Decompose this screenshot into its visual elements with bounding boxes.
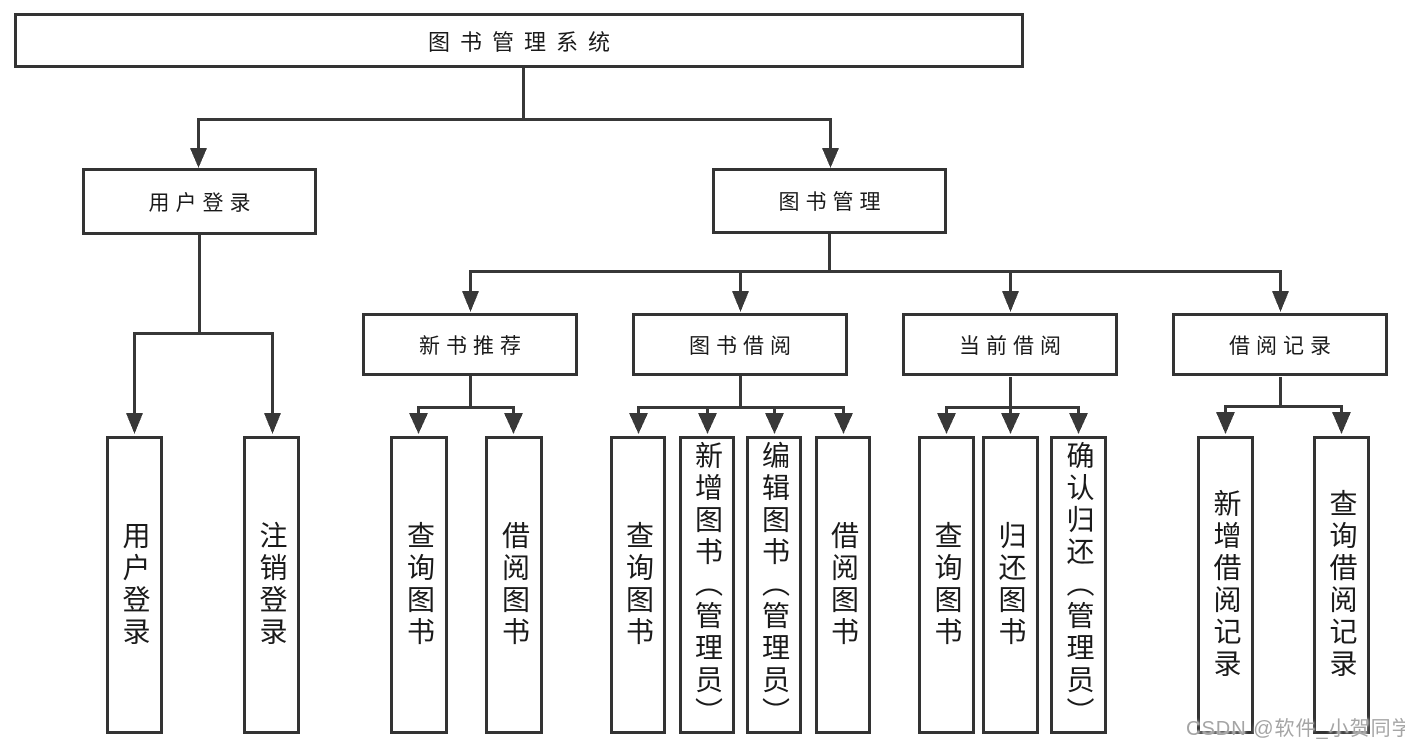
arrowhead-down-icon (937, 413, 956, 434)
leaf-borrow-books-label: 借阅图书 (828, 521, 859, 649)
arrowhead-down-icon (834, 413, 853, 434)
arrowhead-down-icon (1069, 413, 1088, 434)
connector-new-book-to-leaves (409, 376, 523, 434)
leaf-user-login: 用户登录 (106, 436, 163, 734)
arrowhead-down-icon (504, 413, 523, 434)
leaf-confirm-return-admin-label: 确认归还（管理员） (1063, 441, 1095, 729)
leaf-user-login-label: 用户登录 (119, 521, 151, 649)
arrowhead-down-icon (1272, 291, 1289, 312)
node-new-book-recommend-label: 新书推荐 (419, 334, 527, 358)
arrowhead-down-icon (629, 413, 648, 434)
arrowhead-down-icon (264, 413, 281, 434)
connector-user-login-to-leaves (126, 235, 281, 434)
leaf-query-books-current: 查询图书 (918, 436, 975, 734)
connector-borrow-records-to-leaves (1216, 377, 1351, 434)
node-current-borrow-label: 当前借阅 (959, 334, 1067, 358)
leaf-add-books-admin-label: 新增图书（管理员） (692, 441, 723, 729)
arrowhead-down-icon (732, 291, 749, 312)
arrowhead-down-icon (462, 291, 479, 312)
leaf-return-books-label: 归还图书 (995, 521, 1027, 649)
node-user-login-label: 用户登录 (148, 191, 257, 215)
leaf-confirm-return-admin: 确认归还（管理员） (1050, 436, 1107, 734)
node-current-borrow: 当前借阅 (902, 313, 1118, 376)
node-library-system: 图书管理系统 (14, 13, 1024, 68)
node-book-management-label: 图书管理 (778, 191, 887, 214)
connector-root-to-level2 (190, 68, 839, 168)
arrowhead-down-icon (822, 148, 839, 168)
leaf-query-books-recommend: 查询图书 (390, 436, 448, 734)
leaf-query-books-current-label: 查询图书 (931, 521, 963, 649)
leaf-query-books-borrow: 查询图书 (610, 436, 666, 734)
leaf-edit-books-admin-label: 编辑图书（管理员） (759, 441, 790, 729)
arrowhead-down-icon (698, 413, 717, 434)
leaf-borrow-books: 借阅图书 (815, 436, 871, 734)
leaf-query-borrow-record-label: 查询借阅记录 (1326, 489, 1358, 681)
arrowhead-down-icon (1332, 412, 1351, 434)
arrowhead-down-icon (190, 148, 207, 168)
connector-current-borrow-to-leaves (937, 377, 1088, 434)
leaf-borrow-books-recommend-label: 借阅图书 (499, 521, 530, 649)
leaf-edit-books-admin: 编辑图书（管理员） (746, 436, 802, 734)
leaf-query-books-borrow-label: 查询图书 (623, 521, 654, 649)
connector-book-borrow-to-leaves (629, 376, 853, 434)
leaf-logout: 注销登录 (243, 436, 300, 734)
connector-book-mgmt-to-level3 (462, 233, 1289, 312)
leaf-add-books-admin: 新增图书（管理员） (679, 436, 735, 734)
node-borrow-records: 借阅记录 (1172, 313, 1388, 376)
node-new-book-recommend: 新书推荐 (362, 313, 578, 376)
node-user-login: 用户登录 (82, 168, 317, 235)
leaf-return-books: 归还图书 (982, 436, 1039, 734)
arrowhead-down-icon (126, 413, 143, 434)
leaf-borrow-books-recommend: 借阅图书 (485, 436, 543, 734)
arrowhead-down-icon (1001, 413, 1020, 434)
leaf-add-borrow-record: 新增借阅记录 (1197, 436, 1254, 734)
node-book-management: 图书管理 (712, 168, 947, 234)
leaf-query-borrow-record: 查询借阅记录 (1313, 436, 1370, 734)
arrowhead-down-icon (1002, 291, 1019, 312)
node-library-system-label: 图书管理系统 (427, 29, 620, 55)
arrowhead-down-icon (765, 413, 784, 434)
arrowhead-down-icon (409, 413, 428, 434)
node-borrow-records-label: 借阅记录 (1229, 334, 1337, 358)
leaf-logout-label: 注销登录 (256, 521, 288, 649)
leaf-query-books-recommend-label: 查询图书 (404, 521, 435, 649)
node-book-borrow: 图书借阅 (632, 313, 848, 376)
arrowhead-down-icon (1216, 412, 1235, 434)
leaf-add-borrow-record-label: 新增借阅记录 (1210, 489, 1242, 681)
csdn-watermark: CSDN @软件_小贺同学 (1186, 718, 1405, 740)
node-book-borrow-label: 图书借阅 (689, 334, 797, 358)
